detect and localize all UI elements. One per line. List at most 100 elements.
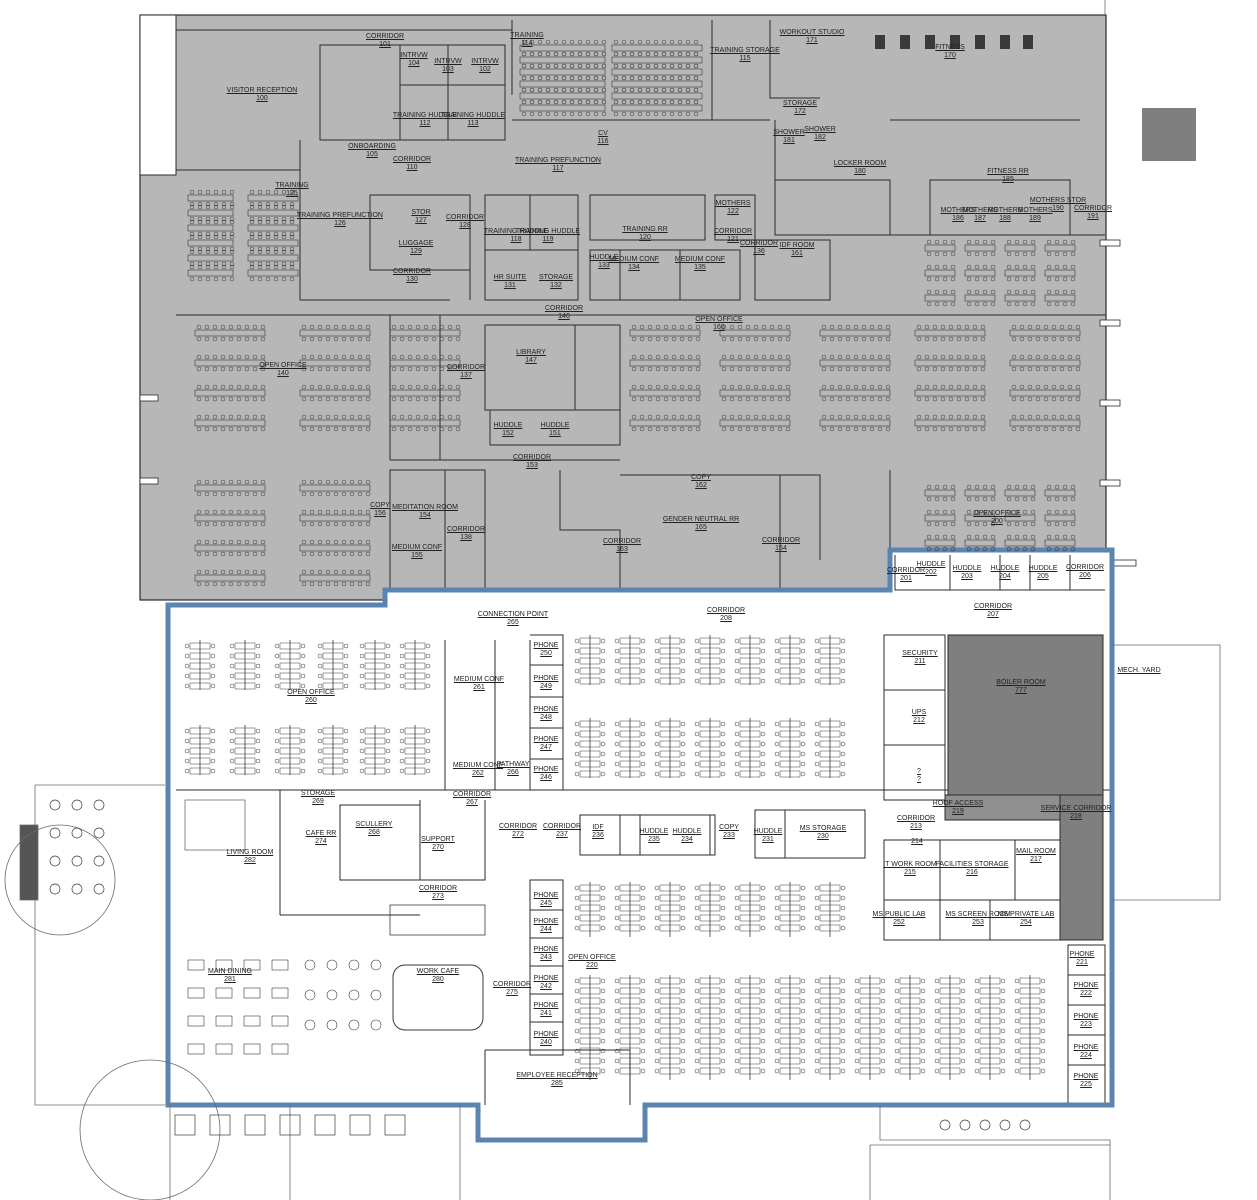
chair-icon — [734, 1028, 740, 1034]
chair-icon — [926, 521, 932, 527]
chair-icon — [769, 384, 775, 390]
room-name: CORRIDOR — [973, 603, 1013, 610]
chair-icon — [244, 539, 250, 545]
chair-icon — [333, 539, 339, 545]
chair-icon — [229, 219, 235, 225]
workstation-icon — [1004, 269, 1036, 277]
chair-icon — [974, 239, 980, 245]
chair-icon — [885, 414, 891, 420]
chair-icon — [205, 189, 211, 195]
workstation-icon — [322, 662, 344, 670]
chair-icon — [333, 354, 339, 360]
room-name: CORRIDOR — [365, 33, 405, 40]
chair-icon — [204, 551, 210, 557]
chair-icon — [281, 189, 287, 195]
room-number: 129 — [410, 248, 422, 255]
chair-icon — [309, 581, 315, 587]
chair-icon — [621, 99, 627, 105]
room-name: VISITOR RECEPTION — [226, 87, 298, 94]
chair-icon — [654, 978, 660, 984]
chair-icon — [880, 1058, 886, 1064]
chair-icon — [854, 1058, 860, 1064]
fitness-machine-icon — [900, 35, 910, 49]
room-number: 208 — [720, 615, 732, 622]
chair-icon — [614, 978, 620, 984]
chair-icon — [357, 414, 363, 420]
chair-icon — [885, 426, 891, 432]
chair-icon — [654, 1048, 660, 1054]
workstation-icon — [819, 389, 891, 397]
workstation-icon — [659, 924, 681, 932]
table-icon — [243, 1015, 261, 1027]
chair-icon — [1070, 289, 1076, 295]
workstation-icon — [939, 977, 961, 985]
chair-icon — [734, 978, 740, 984]
chair-icon — [210, 768, 216, 774]
chair-icon — [357, 396, 363, 402]
chair-icon — [950, 546, 956, 552]
chair-icon — [439, 336, 445, 342]
chair-icon — [1051, 324, 1057, 330]
chair-icon — [840, 658, 846, 664]
chair-icon — [972, 336, 978, 342]
chair-icon — [439, 324, 445, 330]
chair-icon — [845, 414, 851, 420]
room-name: CORRIDOR — [544, 305, 584, 312]
chair-icon — [585, 39, 591, 45]
chair-icon — [574, 731, 580, 737]
room-name: OPEN OFFICE — [568, 954, 616, 961]
chair-icon — [317, 768, 323, 774]
chair-icon — [814, 905, 820, 911]
chair-icon — [357, 366, 363, 372]
chair-icon — [300, 643, 306, 649]
room-name: IT WORK ROOM — [883, 861, 937, 868]
workstation-icon — [779, 760, 801, 768]
chair-icon — [257, 264, 263, 270]
chair-icon — [972, 324, 978, 330]
chair-icon — [244, 569, 250, 575]
room-name: COPY — [691, 474, 711, 481]
workstation-icon — [579, 760, 601, 768]
chair-icon — [289, 219, 295, 225]
chair-icon — [774, 1008, 780, 1014]
chair-icon — [228, 384, 234, 390]
room-number: 281 — [224, 976, 236, 983]
chair-icon — [213, 216, 219, 222]
chair-icon — [637, 111, 643, 117]
chair-icon — [614, 1038, 620, 1044]
workstation-icon — [1019, 1067, 1041, 1075]
chair-icon — [942, 239, 948, 245]
chair-icon — [785, 384, 791, 390]
chair-icon — [877, 414, 883, 420]
chair-icon — [1019, 336, 1025, 342]
workstation-icon — [819, 894, 841, 902]
chair-icon — [325, 324, 331, 330]
chair-icon — [210, 673, 216, 679]
workstation-icon — [619, 730, 641, 738]
chair-icon — [829, 366, 835, 372]
room-number: 203 — [961, 573, 973, 580]
chair-icon — [1046, 239, 1052, 245]
chair-icon — [359, 758, 365, 764]
workstation-icon — [579, 977, 601, 985]
chair-icon — [325, 396, 331, 402]
chair-icon — [574, 1028, 580, 1034]
chair-icon — [249, 276, 255, 282]
workstation-icon — [234, 757, 256, 765]
chair-icon — [734, 721, 740, 727]
workstation-icon — [964, 244, 996, 252]
chair-icon — [885, 336, 891, 342]
chair-icon — [760, 741, 766, 747]
chair-icon — [814, 771, 820, 777]
room-name: CORRIDOR — [498, 823, 538, 830]
workstation-icon — [739, 637, 761, 645]
chair-icon — [236, 324, 242, 330]
chair-icon — [537, 63, 543, 69]
chair-icon — [273, 249, 279, 255]
workstation-icon — [194, 389, 266, 397]
chair-icon — [840, 1018, 846, 1024]
